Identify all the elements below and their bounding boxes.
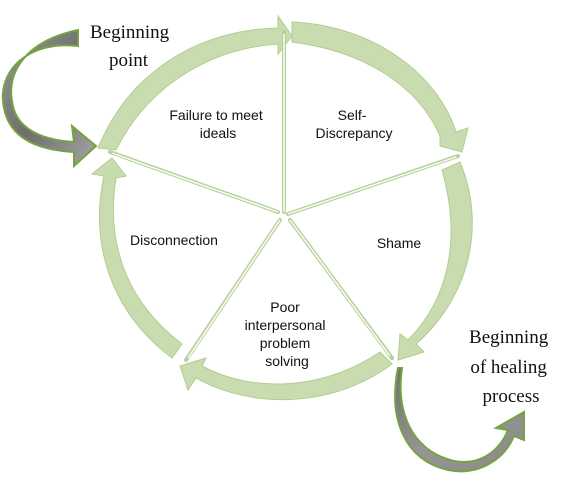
ring-arc-right [397, 161, 473, 361]
ring-arc-bottom [179, 351, 393, 401]
segment-label-failure: Failure to meet ideals [169, 107, 266, 141]
beginning-point-label: Beginning point [90, 22, 174, 71]
healing-process-arrow [394, 367, 525, 473]
healing-process-label: Beginning of healing process [469, 327, 553, 407]
beginning-point-arrow [1, 28, 98, 169]
cycle-ring [90, 14, 473, 401]
segment-label-shame: Shame [377, 235, 422, 251]
segment-label-self-discrepancy: Self- Discrepancy [315, 107, 392, 141]
ring-arc-left [90, 157, 183, 359]
segment-label-disconnection: Disconnection [130, 232, 218, 248]
ring-arc-top-right [291, 21, 469, 153]
segment-labels: Failure to meet ideals Self- Discrepancy… [130, 107, 421, 369]
segment-label-poor-interpersonal: Poor interpersonal problem solving [245, 299, 330, 369]
